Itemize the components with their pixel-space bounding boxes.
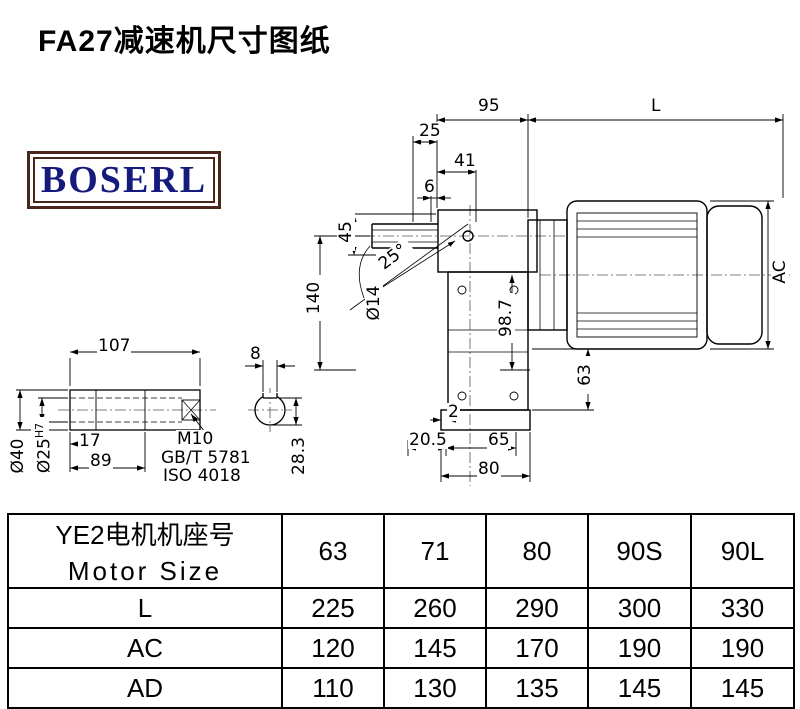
table-cell: 130 (383, 667, 487, 709)
dim-41: 41 (453, 151, 477, 171)
row-label-AC: AC (7, 627, 283, 669)
dim-dia40: Ø40 (8, 433, 28, 479)
dim-dia25-tolerance: H7 (33, 422, 46, 439)
table-header-row: YE2电机机座号 Motor Size 63 71 80 90S 90L (7, 513, 795, 589)
boserl-logo-frame: BOSERL (33, 157, 215, 203)
dim-89: 89 (89, 451, 113, 471)
table-cell: 190 (587, 627, 692, 669)
dim-63: 63 (575, 356, 595, 394)
table-cell: 290 (485, 587, 589, 629)
table-cell: 135 (485, 667, 589, 709)
table-cell: 120 (281, 627, 385, 669)
label-gbt5781: GB/T 5781 (160, 448, 252, 468)
dim-80: 80 (477, 459, 501, 479)
row-label-L: L (7, 587, 283, 629)
table-cell: 145 (383, 627, 487, 669)
table-row-AD: AD 110 130 135 145 145 (7, 667, 795, 709)
shaft-end-view (254, 393, 286, 426)
table-cell: 225 (281, 587, 385, 629)
table-cell: 190 (690, 627, 795, 669)
dim-6: 6 (423, 177, 436, 197)
main-view (371, 200, 763, 431)
table-header-motor-size: YE2电机机座号 Motor Size (7, 513, 283, 589)
dim-65: 65 (487, 430, 511, 450)
motor-size-table: YE2电机机座号 Motor Size 63 71 80 90S 90L L 2… (7, 513, 795, 709)
table-cell: 170 (485, 627, 589, 669)
centerlines (58, 205, 790, 486)
table-cell: 145 (587, 667, 692, 709)
dim-dia25-h7: Ø25H7 (31, 417, 55, 479)
label-iso4018: ISO 4018 (162, 466, 242, 486)
table-cell: 145 (690, 667, 795, 709)
header-line2: Motor Size (67, 556, 223, 586)
table-header-63: 63 (281, 513, 385, 589)
dim-98-7: 98.7 (496, 293, 516, 343)
dim-L: L (650, 96, 662, 116)
table-cell: 300 (587, 587, 692, 629)
table-header-71: 71 (383, 513, 487, 589)
dim-8: 8 (249, 344, 262, 364)
table-cell: 260 (383, 587, 487, 629)
table-cell: 330 (690, 587, 795, 629)
dim-25: 25 (418, 121, 442, 141)
dim-AC: AC (770, 253, 790, 291)
table-header-90S: 90S (587, 513, 692, 589)
dim-17: 17 (78, 431, 102, 451)
table-row-L: L 225 260 290 300 330 (7, 587, 795, 629)
boserl-logo: BOSERL (27, 151, 221, 209)
boserl-logo-text: BOSERL (40, 159, 208, 201)
dim-dia25-value: Ø25 (34, 438, 55, 474)
row-label-AD: AD (7, 667, 283, 709)
table-row-AC: AC 120 145 170 190 190 (7, 627, 795, 669)
dim-45: 45 (336, 213, 356, 251)
dim-140: 140 (304, 275, 324, 321)
dim-2: 2 (447, 402, 460, 422)
dim-28-3: 28.3 (289, 431, 309, 481)
table-header-80: 80 (485, 513, 589, 589)
label-M10: M10 (176, 429, 215, 449)
header-line1: YE2电机机座号 (55, 520, 235, 550)
dimension-lines (16, 114, 784, 482)
dim-95: 95 (477, 96, 501, 116)
dim-20-5: 20.5 (408, 430, 448, 450)
shaft-detail (69, 389, 201, 431)
table-cell: 110 (281, 667, 385, 709)
table-header-90L: 90L (690, 513, 795, 589)
dim-dia14: Ø14 (364, 280, 384, 326)
dim-107: 107 (97, 336, 132, 356)
page-title: FA27减速机尺寸图纸 (38, 25, 331, 58)
